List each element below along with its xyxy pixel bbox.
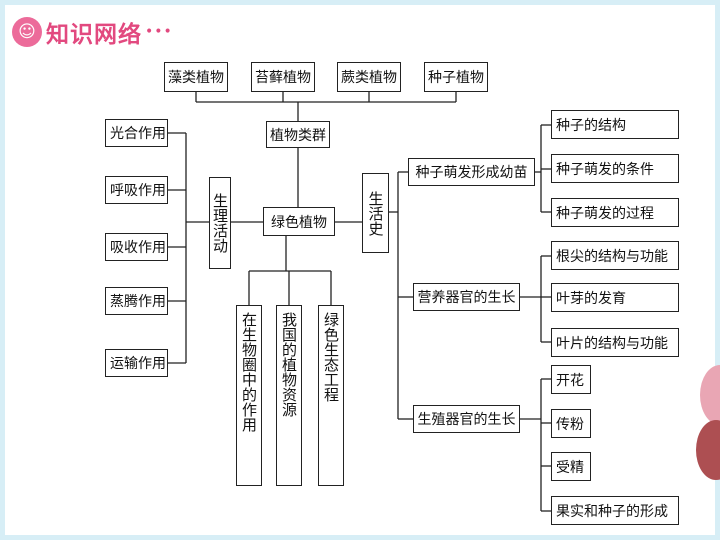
role-ecological-project: 绿色生态工程 [318, 305, 344, 486]
group-ferns: 蕨类植物 [337, 62, 401, 92]
physiology-item-respiration: 呼吸作用 [105, 176, 168, 204]
detail-fruit-seed-formation: 果实和种子的形成 [551, 496, 679, 525]
section-title: 知识网络 [46, 22, 142, 48]
stage-germination: 种子萌发形成幼苗 [408, 158, 535, 186]
physiology-item-transpiration: 蒸腾作用 [105, 287, 168, 315]
detail-flowering: 开花 [551, 365, 591, 394]
group-seed-plants: 种子植物 [424, 62, 488, 92]
smiley-icon: ☺ [12, 17, 42, 47]
detail-leaf-bud: 叶芽的发育 [551, 283, 679, 312]
group-algae: 藻类植物 [164, 62, 228, 92]
plant-categories: 植物类群 [266, 121, 330, 148]
detail-germination-conditions: 种子萌发的条件 [551, 154, 679, 183]
decor-shape [700, 365, 720, 425]
physiology-item-absorption: 吸收作用 [105, 233, 168, 261]
detail-fertilization: 受精 [551, 452, 591, 481]
detail-leaf-blade: 叶片的结构与功能 [551, 328, 679, 357]
detail-pollination: 传粉 [551, 409, 591, 438]
green-plants: 绿色植物 [263, 207, 335, 236]
stage-reproductive: 生殖器官的生长 [413, 405, 520, 433]
detail-germination-process: 种子萌发的过程 [551, 198, 679, 227]
decor-dots: ••• [145, 24, 173, 40]
physiology-item-transport: 运输作用 [105, 349, 168, 377]
detail-seed-structure: 种子的结构 [551, 110, 679, 139]
role-biosphere: 在生物圈中的作用 [236, 305, 262, 486]
life-history-label: 生活史 [362, 173, 389, 253]
group-bryophytes: 苔藓植物 [251, 62, 315, 92]
section-banner: ☺ 知识网络 ••• [12, 12, 173, 52]
role-resources: 我国的植物资源 [276, 305, 302, 486]
physiology-label: 生理活动 [209, 177, 231, 269]
stage-vegetative: 营养器官的生长 [413, 283, 520, 311]
detail-root-tip: 根尖的结构与功能 [551, 241, 679, 270]
physiology-item-photosynthesis: 光合作用 [105, 119, 168, 147]
